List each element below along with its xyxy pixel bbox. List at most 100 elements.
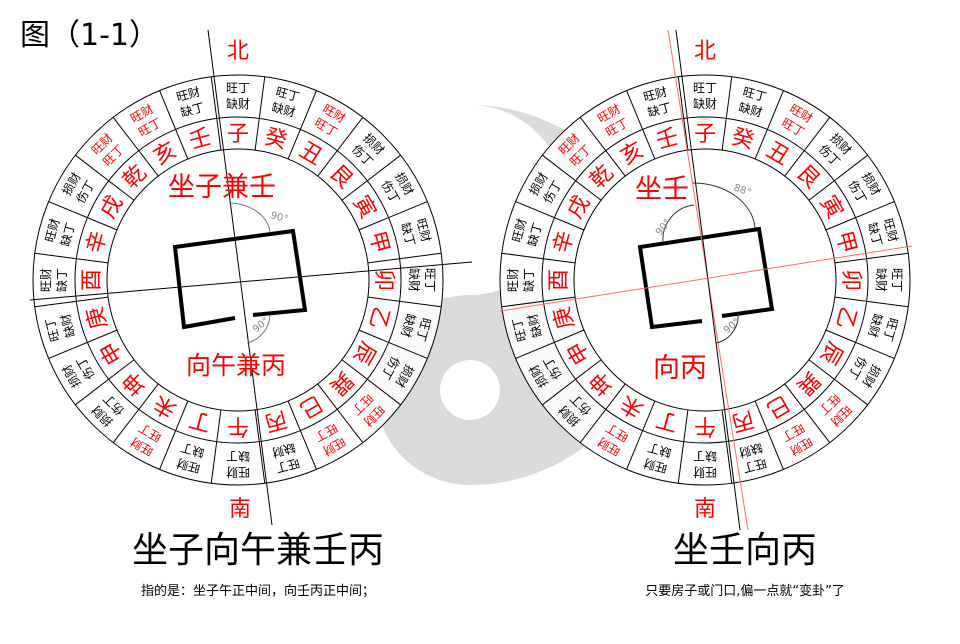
- left-sector-divider: [254, 76, 266, 151]
- right-south-label: 南: [694, 497, 716, 522]
- left-mountain-0: 子: [227, 122, 249, 147]
- left-angle-arc-top: [228, 202, 271, 233]
- left-sector-text-line2: 缺财: [407, 268, 422, 292]
- left-sector-divider: [254, 409, 266, 484]
- right-sector-divider: [784, 383, 831, 443]
- left-sector-text-line1: 旺丁: [274, 85, 301, 105]
- left-sector-divider: [112, 117, 159, 177]
- right-sitting-label: 坐壬: [635, 174, 689, 205]
- right-sector-divider: [677, 76, 689, 151]
- right-sector-text-line1: 旺财: [642, 456, 669, 476]
- left-sector-divider: [367, 296, 442, 308]
- left-sector-divider: [159, 90, 189, 160]
- right-compass-ring: [541, 116, 869, 444]
- left-sector-divider: [210, 409, 222, 484]
- left-sector-text-line1: 旺财: [39, 268, 53, 292]
- left-sector-text-line2: 缺丁: [226, 449, 250, 464]
- right-sector-text-line2: 缺财: [865, 312, 886, 339]
- left-angle-arc-bottom: [246, 314, 271, 344]
- right-sector-text-line2: 缺财: [737, 99, 764, 120]
- right-sector-divider: [626, 400, 656, 470]
- right-sector-divider: [501, 296, 576, 308]
- right-sector-divider: [542, 359, 602, 406]
- right-sector-divider: [677, 409, 689, 484]
- left-sector-text-line1: 旺财: [43, 217, 63, 244]
- left-subcaption: 指的是：坐子午正中间，向壬丙正中间；: [140, 584, 376, 599]
- right-sector-text-line2: 缺丁: [646, 99, 673, 120]
- left-sector-divider: [341, 154, 401, 201]
- left-sector-text-line1: 旺丁: [274, 456, 301, 476]
- right-sector-text-line1: 旺丁: [741, 85, 768, 105]
- right-sector-text-line1: 旺财: [506, 268, 520, 292]
- right-compass: 子旺丁缺财癸旺丁缺财丑旺财旺丁艮损财伤丁寅损财伤丁甲旺财缺丁卯旺丁缺财乙旺丁缺财…: [499, 74, 911, 486]
- right-sector-divider: [626, 90, 656, 160]
- right-sector-divider: [501, 252, 576, 264]
- right-facing-label: 向丙: [653, 353, 707, 384]
- right-compass-ring: [573, 148, 837, 412]
- left-angle-top-label: 90°: [269, 210, 289, 225]
- left-sector-divider: [287, 90, 317, 160]
- right-sector-divider: [754, 90, 784, 160]
- left-sector-divider: [367, 252, 442, 264]
- left-sector-text-line1: 旺财: [175, 456, 202, 476]
- left-sector-divider: [210, 76, 222, 151]
- left-sector-divider: [48, 201, 118, 231]
- left-sector-text-line2: 缺财: [398, 312, 419, 339]
- left-sector-divider: [341, 359, 401, 406]
- right-sector-divider: [721, 409, 733, 484]
- left-sector-text-line1: 旺丁: [226, 81, 250, 95]
- right-north-label: 北: [694, 39, 716, 64]
- right-sector-divider: [808, 359, 868, 406]
- left-sector-text-line1: 旺财: [414, 217, 434, 244]
- left-sector-text-line1: 旺丁: [423, 268, 437, 292]
- right-sector-text-line2: 缺财: [874, 268, 889, 292]
- left-compass-ring: [74, 116, 402, 444]
- left-sector-text-line2: 缺丁: [179, 99, 206, 120]
- right-sector-text-line2: 缺丁: [646, 440, 673, 461]
- right-sector-divider: [515, 329, 585, 359]
- left-sector-divider: [358, 329, 428, 359]
- left-sector-divider: [317, 383, 364, 443]
- right-sector-text-line2: 缺财: [693, 96, 717, 111]
- right-sector-text-line1: 旺财: [510, 217, 530, 244]
- right-sector-text-line1: 旺丁: [890, 268, 904, 292]
- right-sector-text-line1: 旺丁: [881, 316, 901, 343]
- left-south-label: 南: [229, 497, 251, 522]
- left-sector-divider: [75, 154, 135, 201]
- left-sector-divider: [112, 383, 159, 443]
- left-sector-text-line2: 缺丁: [57, 221, 78, 248]
- right-sector-divider: [754, 400, 784, 470]
- left-sector-divider: [34, 252, 109, 264]
- left-sector-divider: [358, 201, 428, 231]
- left-cross-axis: [29, 261, 473, 301]
- left-sector-text-line2: 缺丁: [54, 268, 69, 292]
- left-sector-text-line2: 缺丁: [179, 440, 206, 461]
- left-sector-text-line1: 旺财: [175, 85, 202, 105]
- right-sector-text-line2: 缺财: [737, 440, 764, 461]
- right-sector-divider: [834, 252, 909, 264]
- right-caption: 坐壬向丙: [672, 530, 818, 571]
- right-sector-text-line2: 缺丁: [521, 268, 536, 292]
- right-sector-text-line2: 缺丁: [865, 221, 886, 248]
- left-compass-ring: [106, 148, 370, 412]
- left-sector-text-line1: 旺丁: [43, 316, 63, 343]
- right-sector-divider: [542, 154, 602, 201]
- left-house: [172, 228, 308, 330]
- right-angle-arc-bottom: [715, 312, 739, 344]
- left-sector-divider: [317, 117, 364, 177]
- right-sector-divider: [579, 383, 626, 443]
- left-sector-divider: [159, 400, 189, 470]
- right-sector-divider: [721, 76, 733, 151]
- right-sector-text-line2: 缺丁: [524, 221, 545, 248]
- right-angle-arc-top: [692, 182, 756, 229]
- left-sector-text-line2: 缺财: [270, 99, 297, 120]
- right-sector-text-line1: 旺丁: [741, 456, 768, 476]
- right-sector-divider: [515, 201, 585, 231]
- figure-title: 图（1-1）: [20, 18, 159, 53]
- left-mountain-12: 午: [227, 413, 249, 438]
- right-sector-text-line1: 旺财: [881, 217, 901, 244]
- right-sector-divider: [784, 117, 831, 177]
- left-sector-text-line1: 旺丁: [414, 316, 434, 343]
- left-sector-divider: [75, 359, 135, 406]
